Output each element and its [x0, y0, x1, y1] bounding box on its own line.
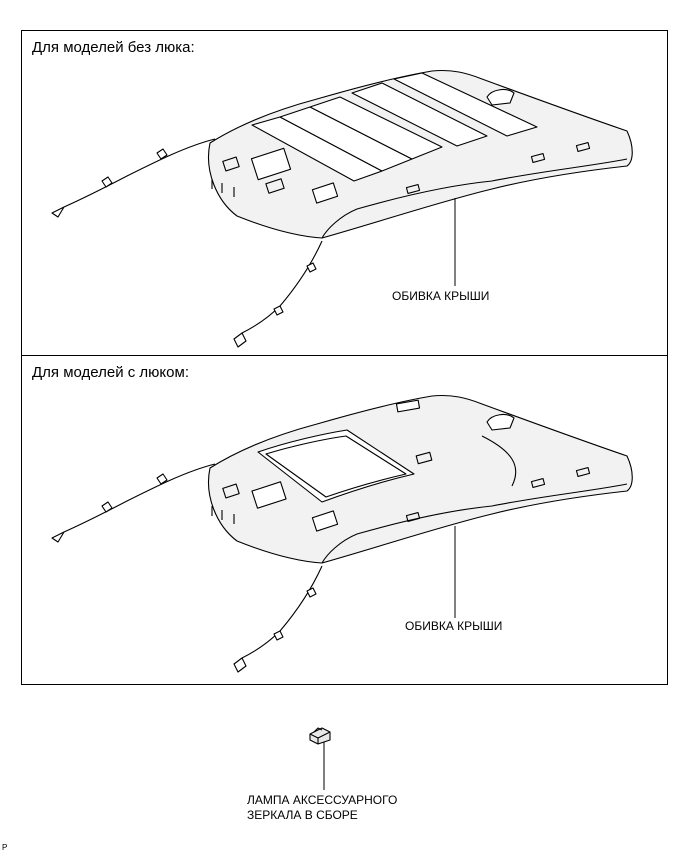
- panel-with-sunroof: Для моделей с люком: О: [21, 355, 668, 685]
- roof-headliner-illustration: [51, 69, 633, 348]
- roof-headliner-label: ОБИВКА КРЫШИ: [392, 289, 490, 303]
- roof-headliner-label: ОБИВКА КРЫШИ: [405, 619, 503, 633]
- panel-title: Для моделей без люка:: [32, 39, 195, 56]
- panel-title: Для моделей с люком:: [32, 364, 189, 381]
- lamp-label: ЛАМПА АКСЕССУАРНОГО ЗЕРКАЛА В СБОРЕ: [247, 793, 397, 823]
- lamp-label-line1: ЛАМПА АКСЕССУАРНОГО: [247, 793, 398, 807]
- corner-mark: P: [2, 843, 8, 852]
- lamp-label-line2: ЗЕРКАЛА В СБОРЕ: [247, 808, 358, 822]
- panel-without-sunroof: Для моделей без люка:: [21, 30, 668, 356]
- roof-headliner-illustration: [51, 394, 633, 673]
- lamp-illustration: [309, 727, 331, 790]
